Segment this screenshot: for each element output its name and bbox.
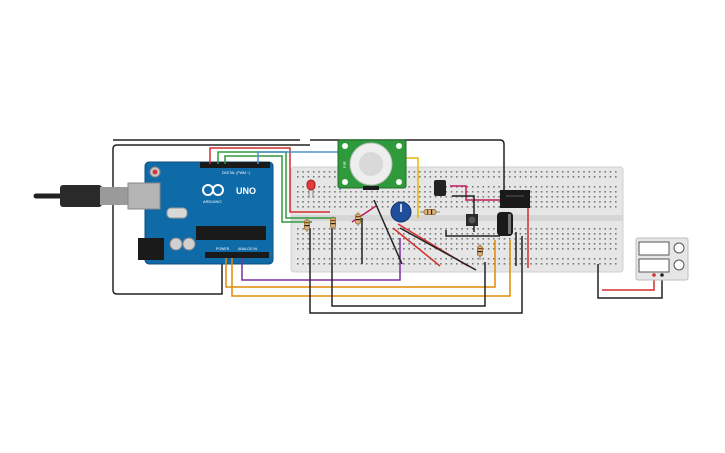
pir-motion-sensor[interactable]: PIR <box>337 139 407 190</box>
relay[interactable] <box>500 190 530 208</box>
transistor[interactable] <box>434 180 446 196</box>
wire-black-top-loop[interactable] <box>310 139 505 195</box>
resistor-4[interactable] <box>420 209 440 215</box>
wire-black-outer-loop[interactable] <box>112 144 310 295</box>
atmega-chip <box>196 226 266 240</box>
resistor-2[interactable] <box>330 216 336 230</box>
power-label: POWER <box>216 247 230 251</box>
capacitor-1 <box>169 237 183 251</box>
usb-b-port <box>127 182 161 210</box>
jumper-black-3[interactable] <box>399 227 477 271</box>
resistor-3[interactable] <box>355 212 361 226</box>
power-supply-knob-2[interactable] <box>673 259 685 271</box>
relay-body <box>500 190 530 208</box>
dc-jack <box>138 238 164 260</box>
jumper-red-1[interactable] <box>392 227 441 267</box>
wire-black-gnd-long[interactable] <box>309 228 523 314</box>
crystal-oscillator <box>166 207 188 219</box>
usb-cable[interactable] <box>33 185 130 207</box>
digital-header[interactable] <box>200 162 270 168</box>
power-supply-knob-1[interactable] <box>673 242 685 254</box>
power-supply-negative-terminal[interactable] <box>660 273 664 277</box>
push-button-cap[interactable] <box>468 216 476 224</box>
pir-dome-inner <box>359 152 383 176</box>
capacitor-2 <box>182 237 196 251</box>
wire-black-supply[interactable] <box>597 264 663 299</box>
wire-red-d13[interactable] <box>209 147 330 213</box>
pir-mount-hole-3 <box>342 179 348 185</box>
usb-plug-body <box>60 185 102 207</box>
power-supply-positive-terminal[interactable] <box>652 273 656 277</box>
wire-black-gnd-2[interactable] <box>331 228 486 307</box>
arduino-logo-icon <box>202 184 224 196</box>
jumper-pink-2[interactable] <box>450 185 508 201</box>
jumper-black-5[interactable] <box>445 230 500 237</box>
resistor-5[interactable] <box>477 244 483 260</box>
usb-plug-metal <box>100 187 130 205</box>
capacitor-stripe <box>508 214 511 234</box>
wire-orange-a0[interactable] <box>231 240 511 297</box>
push-button[interactable] <box>466 214 478 226</box>
wire-green-d11[interactable] <box>224 155 312 223</box>
arduino-model-label: UNO <box>236 186 256 196</box>
pir-mount-hole-1 <box>342 143 348 149</box>
power-supply-display-2 <box>638 258 670 273</box>
breadboard[interactable] <box>290 166 624 273</box>
power-supply-display-1 <box>638 241 670 256</box>
breadboard-center-channel <box>291 215 623 221</box>
analog-label: ANALOG IN <box>238 247 258 251</box>
electrolytic-capacitor[interactable] <box>497 212 513 236</box>
pir-mount-hole-2 <box>396 143 402 149</box>
arduino-uno-board[interactable]: UNO ARDUINO DIGITAL (PWM ~) POWER ANALOG… <box>127 161 274 265</box>
pir-mount-hole-4 <box>396 179 402 185</box>
pir-pins <box>363 186 379 190</box>
led-red[interactable] <box>306 179 316 198</box>
digital-label: DIGITAL (PWM ~) <box>222 171 250 175</box>
wire-orange-5v[interactable] <box>225 240 496 288</box>
pir-label: PIR <box>342 161 347 168</box>
jumper-black-2[interactable] <box>373 199 403 265</box>
dc-power-supply[interactable] <box>635 237 689 281</box>
reset-button-cap <box>152 169 158 175</box>
power-analog-header[interactable] <box>205 252 269 258</box>
led-body <box>306 179 316 191</box>
arduino-brand-label: ARDUINO <box>203 199 221 204</box>
transistor-body <box>434 180 446 196</box>
resistor-1[interactable] <box>304 218 310 232</box>
potentiometer[interactable] <box>390 201 412 223</box>
